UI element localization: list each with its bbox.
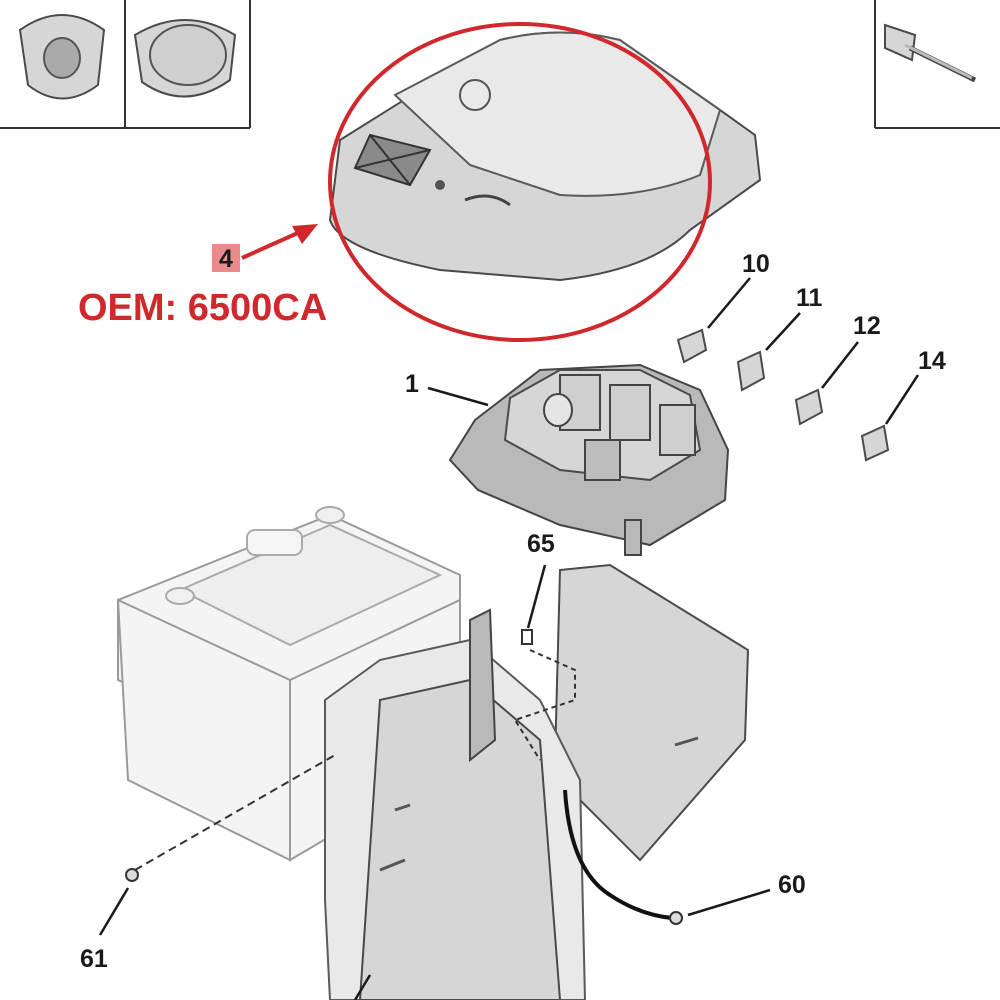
- highlight-arrow: [241, 224, 318, 260]
- part-12-label: 12: [853, 312, 881, 340]
- part-10-label: 10: [742, 250, 770, 278]
- part-14-label: 14: [918, 347, 946, 375]
- ground-cable: [563, 789, 771, 925]
- grommet-plug-icon: [133, 19, 237, 98]
- part-60-label: 60: [778, 871, 806, 899]
- fuse-12: [794, 341, 859, 426]
- fuse-14: [860, 374, 920, 462]
- screw-61: [98, 754, 336, 936]
- inset-box-rivet: [874, 0, 1000, 129]
- fuse-10: [676, 277, 751, 364]
- part-61-label: 61: [80, 945, 108, 973]
- part-11-label: 11: [796, 284, 823, 312]
- grommet-icon: [18, 14, 106, 100]
- rivet-icon: [884, 23, 977, 83]
- leader-line-bottom: [353, 974, 372, 1000]
- part-4-label-box: [212, 244, 240, 272]
- fuse-box: [427, 363, 730, 556]
- fuse-11: [736, 312, 801, 392]
- oem-number-label: OEM: 6500CA: [78, 287, 327, 329]
- part-1-label: 1: [405, 370, 419, 398]
- part-65-connector: [513, 564, 576, 761]
- fuse-box-cover: [328, 31, 762, 282]
- inset-box-grommets: [0, 0, 251, 129]
- highlight-ellipse: [328, 22, 712, 342]
- part-4-label: 4: [219, 245, 233, 273]
- part-65-label: 65: [527, 530, 555, 558]
- battery-tray: [324, 563, 750, 1000]
